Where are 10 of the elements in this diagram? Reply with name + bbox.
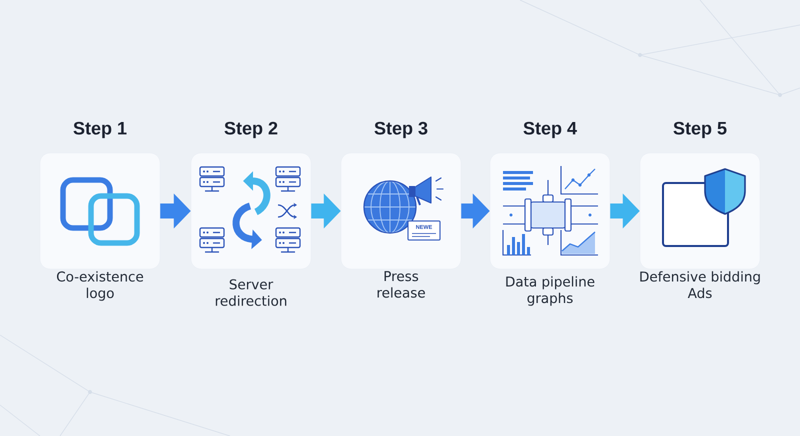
step-heading: Step 2: [224, 122, 278, 138]
step-caption: Server redirection: [216, 279, 286, 306]
step-heading: Step 4: [524, 122, 577, 138]
step-caption: Co-existence logo: [57, 271, 144, 301]
step-heading: Step 5: [674, 122, 726, 138]
step-heading: Step 3: [374, 122, 428, 138]
step-heading: Step 1: [74, 122, 127, 138]
step-caption: Data pipeline graphs: [506, 276, 594, 306]
step-caption: Press release: [378, 271, 425, 298]
step-caption: Defensive bidding Ads: [640, 271, 760, 298]
